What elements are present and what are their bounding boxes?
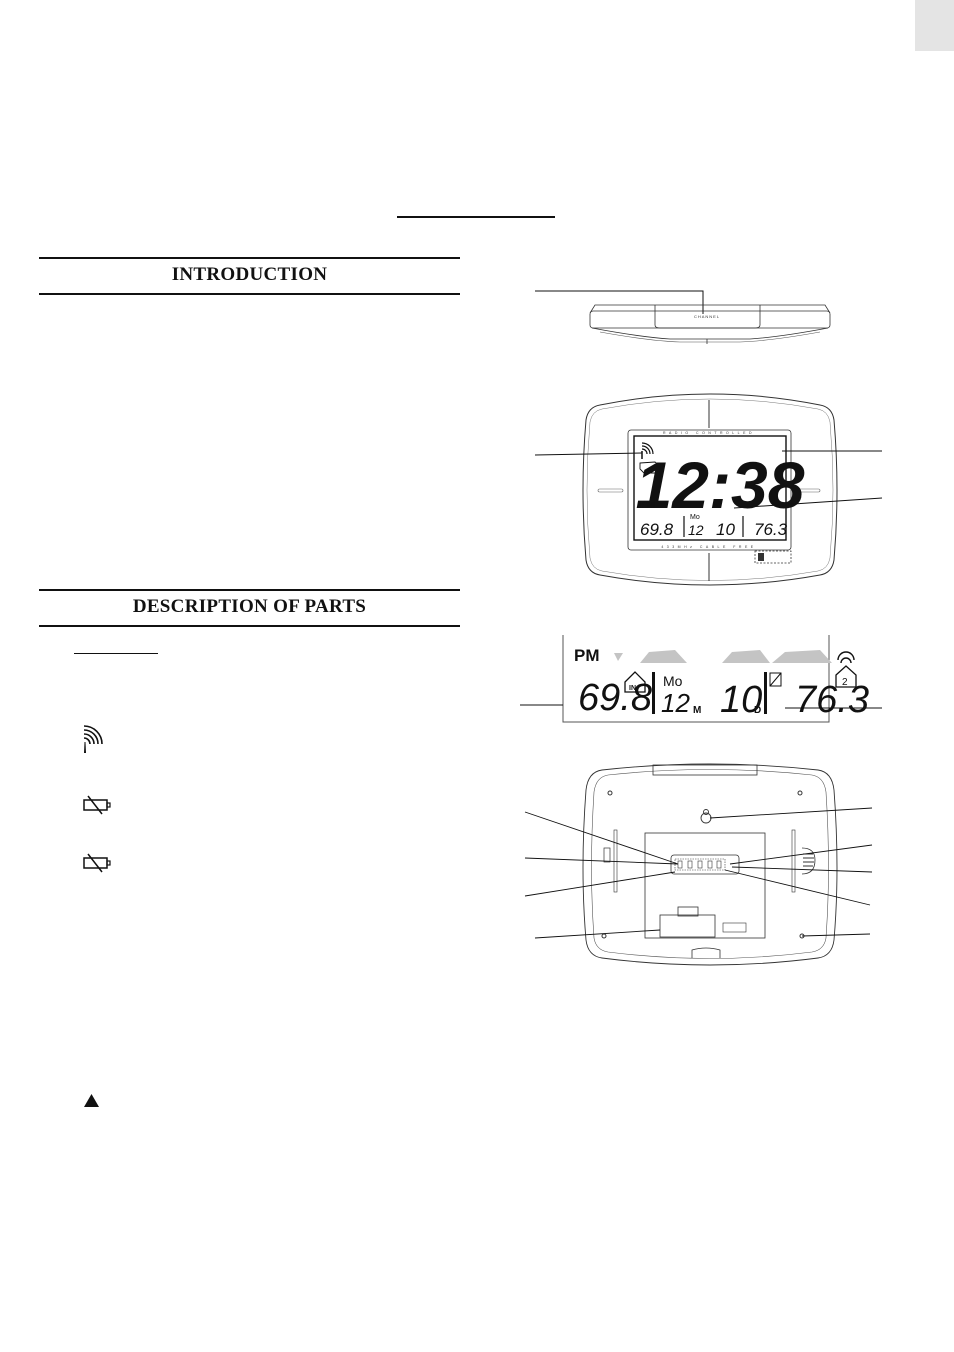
day-display: Mo <box>690 514 700 521</box>
us-map-icon <box>639 461 661 474</box>
lcd-detail-diagram: PM 69.8 IN Mo 12 M 10 D 76.3 2 <box>520 630 890 730</box>
front-view-diagram: RADIO CONTROLLED 433MHz CABLE FREE 12:38… <box>520 385 890 595</box>
cable-free-label: 433MHz CABLE FREE <box>661 545 756 549</box>
channel-button-label: CHANNEL <box>694 314 720 319</box>
top-view-diagram: CHANNEL <box>520 280 900 350</box>
subheading-underline <box>74 653 158 654</box>
date-display: 10 <box>716 520 735 539</box>
introduction-bottom-rule <box>39 293 460 295</box>
low-battery-icon <box>83 795 113 815</box>
temp-trend-icon <box>769 672 782 687</box>
lcd-outdoor-temp: 76.3 <box>795 679 869 721</box>
lcd-day: Mo <box>663 673 683 689</box>
indoor-temp: 69.8 <box>640 520 674 539</box>
lcd-channel: 2 <box>842 677 848 688</box>
time-display: 12:38 <box>636 448 805 522</box>
indoor-house-icon <box>624 671 646 693</box>
lcd-indoor-temp: 69.8 <box>578 677 652 719</box>
description-of-parts-heading: DESCRIPTION OF PARTS <box>132 596 367 617</box>
ampm-indicator: PM <box>640 500 655 511</box>
introduction-heading: INTRODUCTION <box>171 264 328 285</box>
up-triangle-icon <box>84 1094 99 1107</box>
lcd-date-unit: D <box>754 705 761 716</box>
back-view-diagram <box>520 760 890 975</box>
lcd-month: 12 <box>661 688 690 718</box>
month-display: 12 <box>688 522 704 538</box>
outdoor-temp: 76.3 <box>754 520 788 539</box>
outdoor-sensor-house-icon <box>835 651 857 688</box>
hanging-hole-icon <box>700 809 712 824</box>
lcd-radio-signal-icon <box>641 442 654 459</box>
introduction-top-rule <box>39 257 460 259</box>
lcd-ampm: PM <box>574 646 600 665</box>
description-top-rule <box>39 589 460 591</box>
page-corner-tab <box>915 0 954 51</box>
lcd-month-unit: M <box>693 705 701 716</box>
radio-signal-icon <box>82 722 104 754</box>
low-battery-icon <box>83 853 113 873</box>
lcd-date: 10 <box>720 679 762 721</box>
radio-controlled-label: RADIO CONTROLLED <box>663 431 755 435</box>
indoor-label: IN <box>629 685 636 692</box>
description-bottom-rule <box>39 625 460 627</box>
title-underline <box>397 216 555 218</box>
